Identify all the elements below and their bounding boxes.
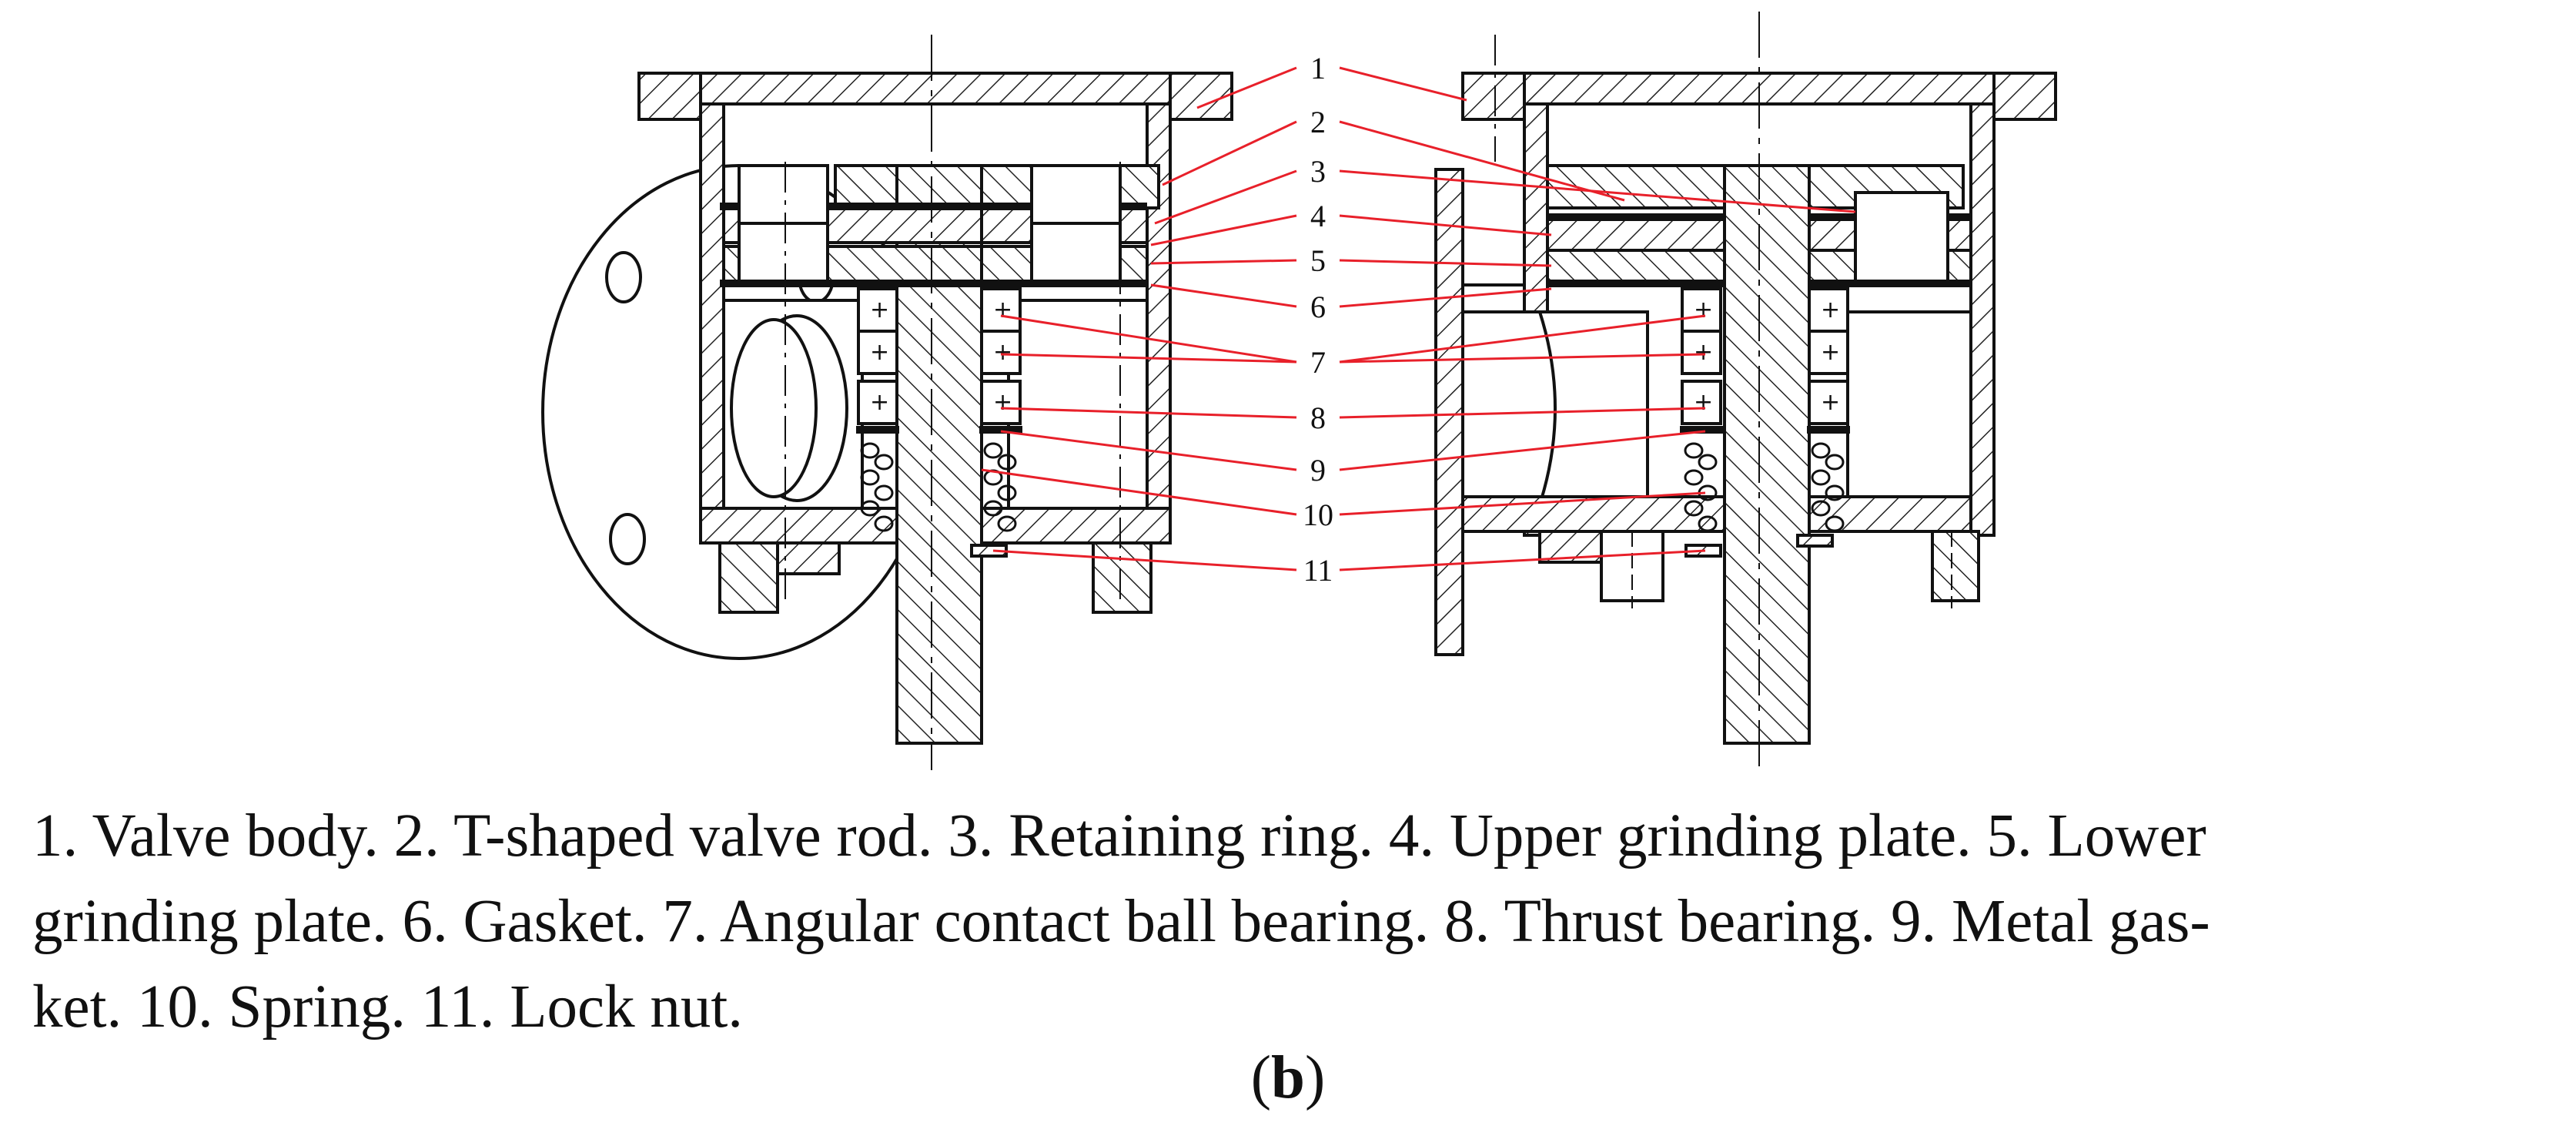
- leader-left-5-0: [1150, 259, 1297, 265]
- callout-label-9: 9: [1310, 453, 1326, 488]
- leader-right-1-0: [1339, 66, 1467, 102]
- right-upper-plate: [1546, 218, 1726, 252]
- svg-text:+: +: [993, 339, 1012, 366]
- svg-text:+: +: [1821, 339, 1840, 366]
- leader-left-8-0: [1000, 407, 1297, 419]
- callout-label-8: 8: [1310, 400, 1326, 435]
- left-springs: [860, 442, 1017, 532]
- callout-label-7: 7: [1310, 345, 1326, 380]
- caption-line-3: ket. 10. Spring. 11. Lock nut.: [32, 973, 744, 1040]
- svg-text:+: +: [870, 297, 889, 323]
- callout-label-10: 10: [1303, 498, 1333, 532]
- subfigure-letter: b: [1271, 1044, 1305, 1111]
- leader-left-7-0: [1000, 314, 1297, 364]
- callout-label-11: 11: [1303, 553, 1333, 588]
- svg-text:+: +: [1694, 389, 1713, 416]
- svg-text:+: +: [993, 297, 1012, 323]
- leader-right-8-0: [1339, 407, 1706, 419]
- left-body-wall-left: [699, 102, 725, 537]
- subfigure-label: (b): [1250, 1044, 1326, 1111]
- callout-label-1: 1: [1310, 51, 1326, 85]
- svg-text:+: +: [1694, 339, 1713, 366]
- leader-left-11-0: [992, 549, 1297, 571]
- leader-right-9-0: [1339, 430, 1706, 471]
- leader-left-9-0: [1000, 430, 1297, 471]
- callout-leaders: [981, 66, 1856, 571]
- leader-left-7-1: [1000, 353, 1297, 364]
- right-bearings: [1681, 287, 1849, 425]
- callout-label-3: 3: [1310, 154, 1326, 189]
- leader-left-10-0: [981, 468, 1297, 516]
- leader-right-10-0: [1339, 491, 1706, 516]
- right-side-flange: [1434, 168, 1464, 656]
- svg-text:+: +: [870, 389, 889, 416]
- figure-caption: 1. Valve body. 2. T-shaped valve rod. 3.…: [32, 793, 2550, 1050]
- leader-right-4-0: [1339, 214, 1552, 236]
- leader-right-7-0: [1339, 314, 1706, 364]
- leader-right-3-0: [1339, 169, 1856, 213]
- callout-label-5: 5: [1310, 243, 1326, 278]
- callout-labels: 1 2 3 4 5 6 7 8 9 10 11: [1303, 51, 1333, 588]
- callout-label-4: 4: [1310, 199, 1326, 233]
- caption-line-1: 1. Valve body. 2. T-shaped valve rod. 3.…: [32, 803, 2206, 870]
- svg-text:+: +: [1821, 297, 1840, 323]
- svg-text:+: +: [870, 339, 889, 366]
- leader-left-2-0: [1162, 120, 1297, 186]
- leader-right-11-0: [1339, 549, 1706, 571]
- svg-text:+: +: [1821, 389, 1840, 416]
- leader-left-4-0: [1150, 214, 1297, 246]
- right-t-rod-stem: [1723, 164, 1811, 745]
- svg-text:+: +: [993, 389, 1012, 416]
- right-section-view: + + + + + +: [1434, 12, 2057, 770]
- leader-right-7-1: [1339, 353, 1706, 364]
- leader-left-1-0: [1196, 66, 1297, 109]
- callout-label-6: 6: [1310, 290, 1326, 324]
- leader-right-6-0: [1339, 287, 1552, 308]
- leader-right-2-0: [1339, 120, 1625, 202]
- left-top-flange: [637, 72, 1233, 106]
- leader-right-5-0: [1339, 259, 1552, 267]
- leader-left-6-0: [1150, 283, 1297, 308]
- caption-line-2: grinding plate. 6. Gasket. 7. Angular co…: [32, 888, 2210, 955]
- callout-label-2: 2: [1310, 105, 1326, 139]
- left-section-view: + + + + + +: [541, 35, 1233, 770]
- left-bearings: [857, 287, 1022, 425]
- svg-text:+: +: [1694, 297, 1713, 323]
- valve-assembly-diagram: + + + + + +: [541, 12, 2057, 770]
- leader-left-3-0: [1154, 169, 1297, 225]
